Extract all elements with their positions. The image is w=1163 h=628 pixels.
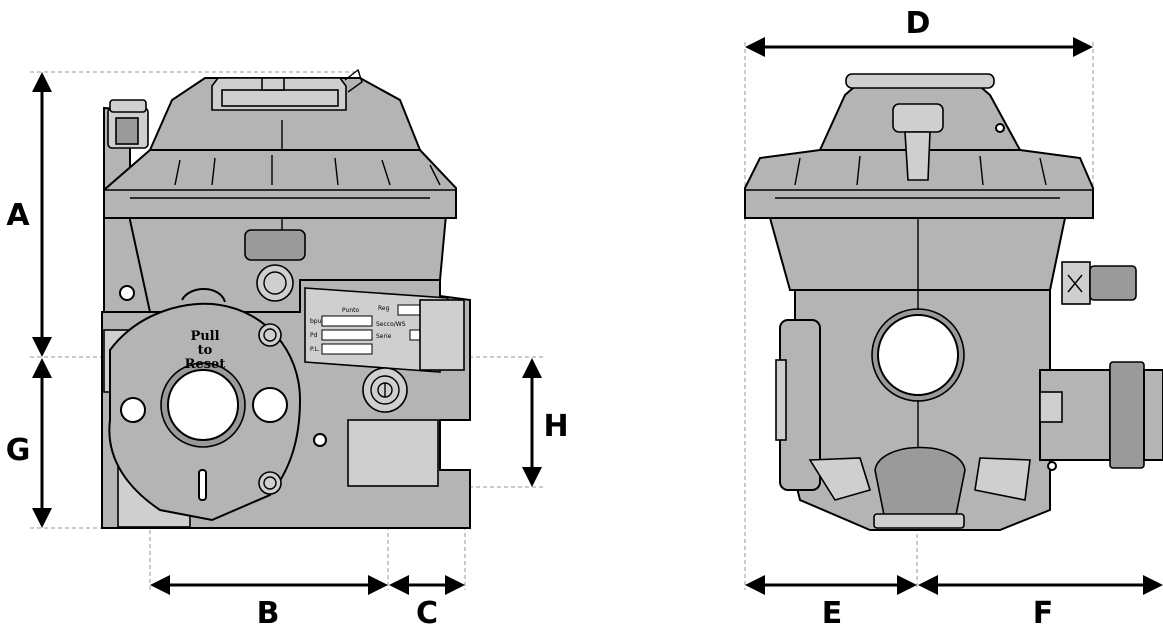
extension-lines [30,42,1094,590]
dimension-arrows [32,37,1163,595]
nameplate-bpu: bpu [310,318,322,325]
nameplate-serie: Serie [376,333,392,340]
nameplate-secco: Secco/WS [376,321,406,328]
nameplate-punto: Punto [342,307,359,314]
nameplate-pd: Pd [310,332,318,339]
dim-label-g: G [6,433,31,468]
nameplate-pl: P.L. [310,346,320,353]
regulator-side-view [744,73,1163,531]
cap-label-to: to [198,343,213,358]
dim-label-d: D [906,6,931,41]
nameplate-reg: Reg [378,305,390,312]
dim-label-a: A [6,198,30,233]
nameplate: bpu Pd P.L. Reg Secco/WS Serie Punto [304,287,449,373]
dimension-labels: A G H B C D E F [6,6,1054,628]
dim-label-f: F [1033,596,1054,628]
cap-label-pull: Pull [190,329,219,344]
dim-label-c: C [416,596,438,628]
dim-label-h: H [543,409,568,444]
dim-label-e: E [822,596,843,628]
regulator-front-view: bpu Pd P.L. Reg Secco/WS Serie Punto Pul… [101,68,471,529]
dim-label-b: B [257,596,280,628]
cap-label-reset: Reset [185,357,226,372]
